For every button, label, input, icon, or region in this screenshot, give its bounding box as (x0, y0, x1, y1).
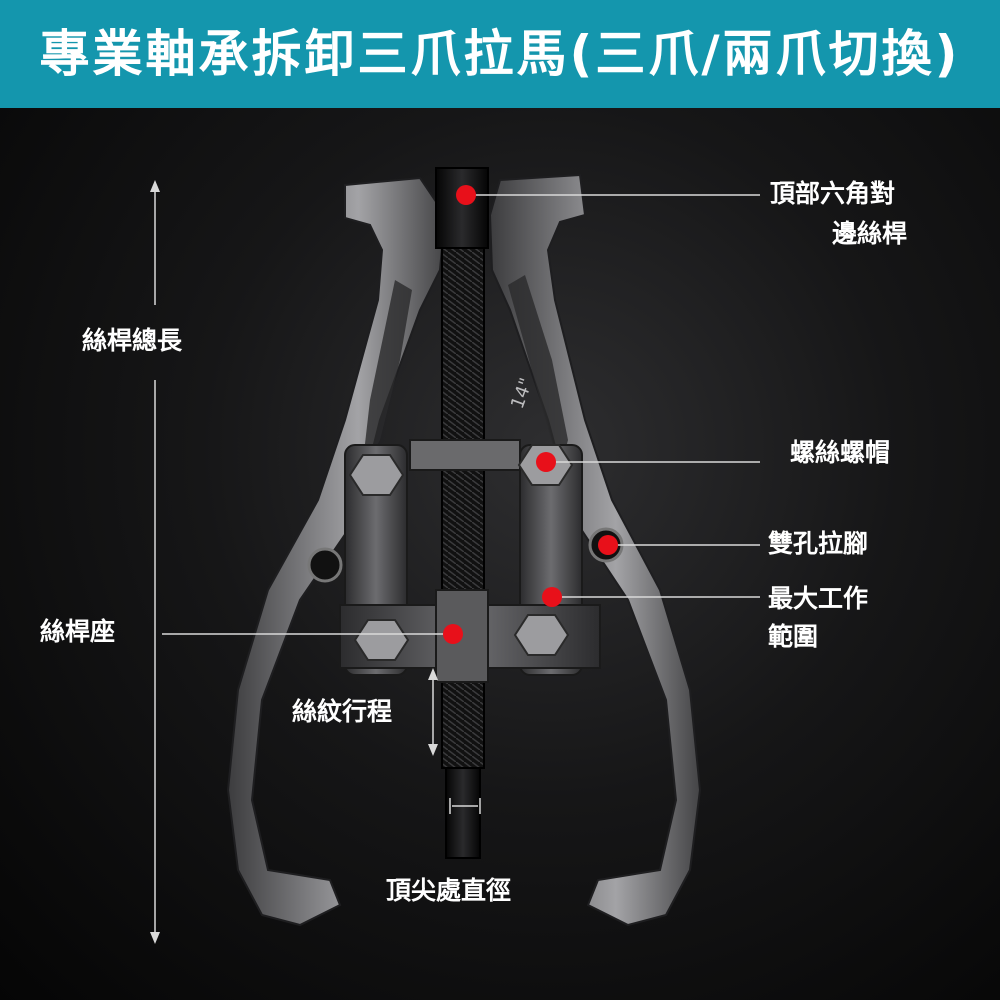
label-top-hex-line2: 邊絲桿 (832, 219, 908, 248)
marker-seat (443, 624, 463, 644)
title-banner (0, 0, 1000, 108)
size-engraving: 14" (507, 375, 537, 411)
marker-max-range (542, 587, 562, 607)
label-seat: 絲桿座 (40, 617, 116, 646)
label-tip-diameter: 頂尖處直徑 (386, 876, 512, 905)
label-max-range-line1: 最大工作 (768, 584, 869, 613)
marker-nut (536, 452, 556, 472)
label-nut: 螺絲螺帽 (790, 438, 891, 467)
threaded-rod (435, 167, 489, 859)
label-total-length: 絲桿總長 (82, 326, 183, 355)
marker-top-hex (456, 185, 476, 205)
label-max-range-line2: 範圍 (768, 622, 819, 651)
dimension-lines (150, 180, 760, 944)
label-thread-travel: 絲紋行程 (292, 697, 393, 726)
marker-dual-hole (598, 535, 618, 555)
callout-markers (443, 185, 618, 644)
left-jaw-arm (226, 176, 447, 927)
label-dual-hole: 雙孔拉腳 (768, 529, 869, 558)
label-top-hex-line1: 頂部六角對 (770, 179, 896, 208)
product-title: 專業軸承拆卸三爪拉馬(三爪/兩爪切換) (39, 25, 961, 83)
